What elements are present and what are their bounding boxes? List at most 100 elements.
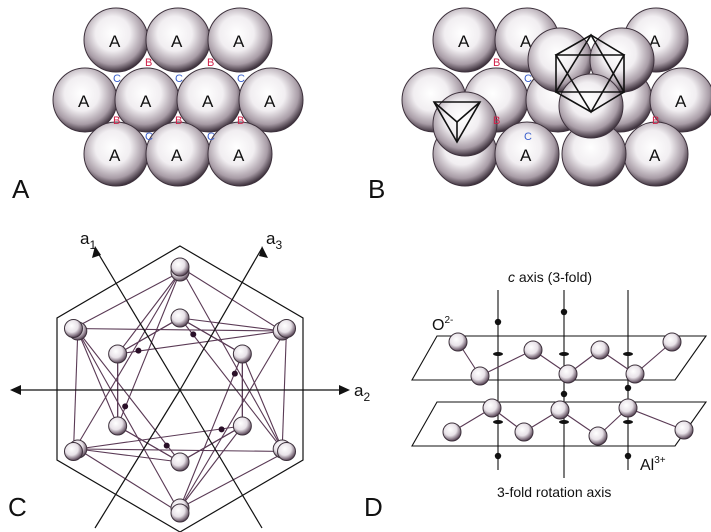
panel-b-site-c: C: [524, 73, 532, 85]
aluminum-markers: [493, 308, 633, 460]
crystal-axes: [15, 247, 345, 529]
oxygen-layer-atom: [442, 422, 462, 442]
oxygen-layer-atom: [625, 364, 645, 384]
axis-marker: [559, 352, 569, 356]
axis-marker: [493, 420, 503, 424]
network-edge: [72, 330, 79, 452]
panel-a-sphere-label: A: [171, 146, 183, 165]
panel-b-sphere-label: A: [458, 32, 470, 51]
c-axis-label: c axis (3-fold): [508, 269, 592, 285]
aluminum-ion: [560, 390, 568, 398]
panel-a-sphere-label: A: [109, 32, 121, 51]
network-edge: [179, 328, 287, 509]
oxygen-layer-atom: [674, 420, 694, 440]
panel-a-sphere: [207, 7, 273, 73]
panel-a-sphere: [207, 121, 273, 187]
panel-b-sphere-label: A: [520, 146, 532, 165]
aluminum-dot: [135, 347, 142, 354]
axis-a3-label: a3: [266, 229, 282, 252]
network-edge: [77, 448, 181, 514]
unit-cell-hexagon: [56, 245, 304, 532]
aluminum-sites: [122, 331, 238, 449]
axis-marker: [559, 420, 569, 424]
rotation-axis-label: 3-fold rotation axis: [497, 484, 611, 500]
panel-a-sphere-label: A: [202, 92, 214, 111]
panel-a-sphere-label: A: [264, 92, 276, 111]
panel-a-site-b: B: [175, 115, 182, 127]
octahedron-figure: [554, 33, 626, 114]
oxygen-atom: [277, 319, 297, 338]
panel-a-sphere-label: A: [78, 92, 90, 111]
panel-a-site-b: B: [207, 57, 214, 69]
panel-b-sphere: [649, 67, 711, 133]
oxygen-layer-atom: [588, 426, 608, 446]
panel-a-sphere-label: A: [171, 32, 183, 51]
oxygen-layer-atom: [590, 340, 610, 360]
panel-b-sphere-label: A: [520, 32, 532, 51]
oxygen-layer-atom: [550, 400, 570, 420]
oxygen-layer-atom: [618, 398, 638, 418]
axis-a2-label: a2: [354, 381, 370, 404]
oxygen-label: O2-: [432, 315, 453, 334]
layer-bond: [627, 407, 685, 431]
axis-arrowheads: [10, 246, 350, 395]
panel-b-site-c: C: [524, 131, 532, 143]
network-edge: [281, 328, 288, 450]
oxygen-layer-atom: [448, 332, 468, 352]
panel-d: c axis (3-fold) O2- Al3+ 3-fold rotation…: [364, 269, 708, 522]
oxygen-layer-atom: [558, 364, 578, 384]
panel-a-sphere-label: A: [140, 92, 152, 111]
aluminum-dot: [190, 331, 197, 338]
panel-b-site-b: B: [493, 115, 500, 127]
oxygen-layer-atom: [662, 332, 682, 352]
oxygen-atom: [170, 503, 190, 523]
axis-marker: [493, 352, 503, 356]
aluminum-dot: [163, 442, 170, 449]
oxygen-atom: [63, 319, 83, 338]
panel-a-site-c: C: [175, 73, 183, 85]
aluminum-ion: [624, 384, 632, 392]
network-edge: [73, 271, 181, 452]
panel-b-site-b: B: [652, 115, 659, 127]
network-edge: [77, 448, 287, 453]
oxygen-layer-atom: [523, 340, 543, 360]
oxygen-atom: [63, 442, 83, 461]
panel-b-label: B: [368, 174, 385, 204]
oxygen-layer-atom: [470, 366, 490, 386]
oxygen-atom: [232, 344, 252, 364]
panel-c: a1 a3 a2 C: [8, 229, 370, 532]
panel-b-stacked-sphere: [432, 91, 498, 157]
oxygen-layer-atoms: [442, 332, 694, 446]
network-edge: [73, 327, 283, 332]
lower-layer-plane: [411, 401, 708, 447]
network-edge: [77, 330, 181, 514]
oxygen-atom: [170, 308, 190, 328]
aluminum-dot: [122, 403, 129, 410]
aluminum-ion: [494, 452, 502, 460]
aluminum-dot: [231, 370, 238, 377]
panel-a-sphere: [238, 67, 304, 133]
panel-a-site-c: C: [207, 131, 215, 143]
panel-a-site-b: B: [113, 115, 120, 127]
oxygen-layer-atom: [514, 422, 534, 442]
panel-a-sphere-label: A: [233, 32, 245, 51]
oxygen-atom: [277, 442, 297, 461]
aluminum-dot: [218, 426, 225, 433]
panel-b-stacked-sphere: [558, 73, 624, 139]
network-edge: [179, 266, 283, 332]
oxygen-atom: [232, 416, 252, 436]
panel-a-sphere-label: A: [109, 146, 121, 165]
panel-b-sphere: [494, 121, 560, 187]
axis-marker: [623, 352, 633, 356]
oxygen-atom: [108, 344, 128, 364]
panel-d-label: D: [364, 492, 383, 522]
panel-a-label: A: [12, 174, 30, 204]
tetrahedron-figure: [432, 101, 482, 144]
aluminum-ion: [494, 318, 502, 326]
panel-b-sphere-label: A: [675, 92, 687, 111]
axis-a1-label: a1: [80, 229, 96, 252]
axis-marker: [623, 420, 633, 424]
